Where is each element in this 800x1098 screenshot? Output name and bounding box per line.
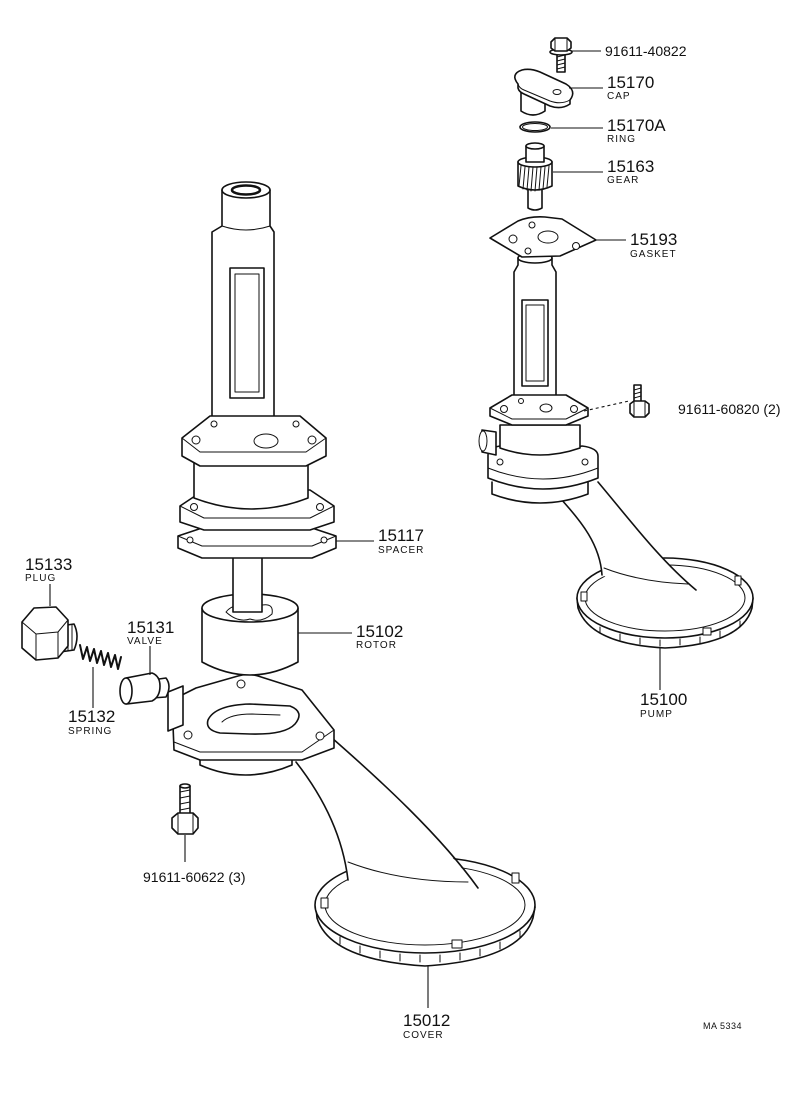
callout-ring-name: RING [607, 134, 636, 145]
callout-valve-number: 15131 [127, 618, 174, 637]
callout-cap-number: 15170 [607, 73, 654, 92]
callout-gasket-name: GASKET [630, 249, 677, 260]
callout-pump-name: PUMP [640, 709, 673, 720]
gear-15163 [517, 142, 553, 211]
callout-cover-name: COVER [403, 1030, 444, 1041]
callout-gear-number: 15163 [607, 157, 654, 176]
callout-bolt-60622-number: 91611-60622 (3) [143, 869, 245, 885]
callout-plug-name: PLUG [25, 573, 56, 584]
callout-spring-number: 15132 [68, 707, 115, 726]
callout-gear-name: GEAR [607, 175, 639, 186]
gasket-15193 [489, 216, 597, 258]
callout-valve-name: VALVE [127, 636, 163, 647]
valve-15131 [119, 672, 170, 705]
callouts: 91611-40822 15170 CAP 15170A RING 15163 … [25, 43, 780, 1041]
pump-pipe-left [295, 737, 479, 891]
bolt-91611-60622 [171, 783, 199, 835]
callout-rotor-number: 15102 [356, 622, 403, 641]
callout-rotor-name: ROTOR [356, 640, 397, 651]
callout-spacer-name: SPACER [378, 545, 424, 556]
callout-bolt-60820-number: 91611-60820 (2) [678, 401, 780, 417]
bolt-91611-40822 [549, 37, 573, 73]
callout-bolt-40822-number: 91611-40822 [605, 43, 687, 59]
pump-pipe-right [559, 481, 697, 593]
pump-lower-housing-left [167, 673, 335, 776]
pump-flange-left [181, 415, 327, 467]
pump-flange-right [489, 394, 589, 426]
callout-plug-number: 15133 [25, 555, 72, 574]
rotor-15102 [201, 555, 299, 676]
ring-15170a [519, 121, 551, 133]
pump-shaft-right [513, 252, 557, 399]
pump-shaft-left [211, 181, 275, 426]
spring-15132 [79, 644, 122, 670]
bolt-91611-60820 [583, 384, 650, 418]
leader-lines [49, 50, 661, 1008]
pump-body-left [193, 461, 309, 510]
callout-gasket-number: 15193 [630, 230, 677, 249]
callout-cover-number: 15012 [403, 1011, 450, 1030]
callout-spring-name: SPRING [68, 726, 112, 737]
plug-15133 [21, 606, 78, 661]
drawing-code: MA 5334 [703, 1021, 742, 1031]
callout-ring-number: 15170A [607, 116, 666, 135]
pump-housing-right [478, 424, 599, 504]
callout-pump-number: 15100 [640, 690, 687, 709]
cap-15170 [514, 68, 574, 116]
callout-spacer-number: 15117 [378, 526, 424, 545]
callout-cap-name: CAP [607, 91, 631, 102]
